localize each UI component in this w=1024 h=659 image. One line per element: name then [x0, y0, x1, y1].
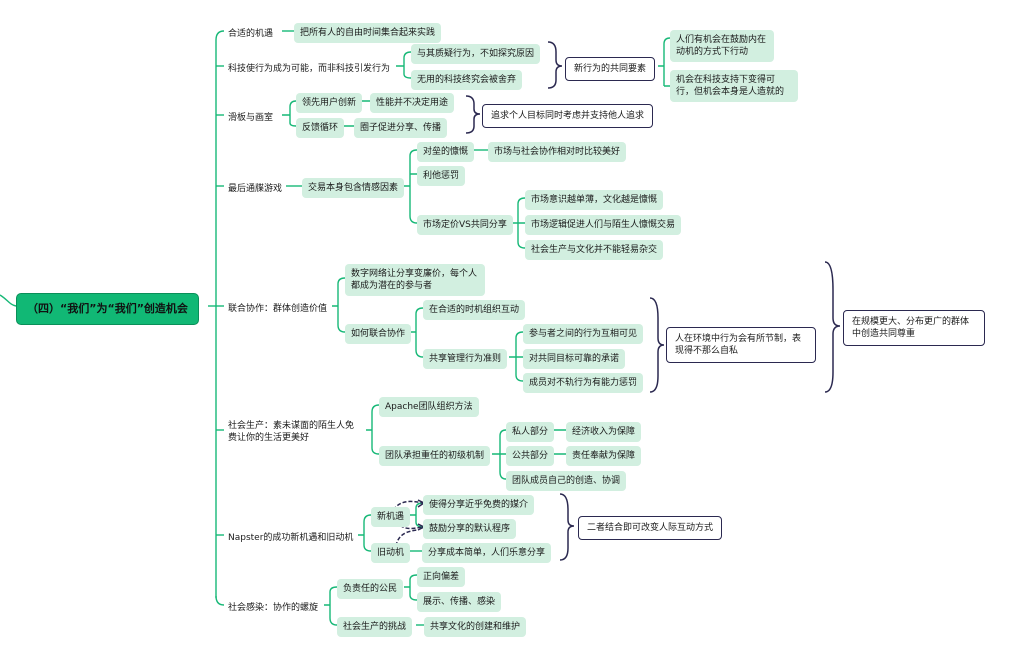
free-sharing-medium[interactable]: 使得分享近乎免费的媒介	[423, 495, 535, 515]
technology-question[interactable]: 与其质疑行为，不如探究原因	[411, 44, 541, 64]
punish-misconduct[interactable]: 成员对不轨行为有能力惩罚	[523, 373, 644, 393]
positive-deviation[interactable]: 正向偏差	[417, 567, 466, 587]
private-part[interactable]: 私人部分	[506, 422, 555, 442]
public-part[interactable]: 公共部分	[506, 446, 555, 466]
feedback-loop[interactable]: 反馈循环	[296, 118, 345, 138]
lead-user-innovation[interactable]: 领先用户创新	[296, 93, 363, 113]
opposing-generosity[interactable]: 对垒的慷慨	[417, 142, 475, 162]
market-awareness[interactable]: 市场意识越单薄，文化越是慷慨	[525, 190, 664, 210]
interaction-change-summary[interactable]: 二者结合即可改变人际互动方式	[578, 516, 723, 540]
shared-culture[interactable]: 共享文化的创建和维护	[424, 617, 527, 637]
market-logic[interactable]: 市场逻辑促进人们与陌生人慷慨交易	[525, 215, 682, 235]
personal-goal-summary[interactable]: 追求个人目标同时考虑并支持他人追求	[482, 104, 654, 128]
willing-to-share[interactable]: 分享成本简单，人们乐意分享	[422, 543, 552, 563]
responsible-citizen[interactable]: 负责任的公民	[337, 579, 404, 599]
new-opportunity[interactable]: 新机遇	[371, 507, 411, 527]
branch-social-production[interactable]: 社会生产：素未谋面的陌生人免费让你的生活更美好	[224, 417, 366, 447]
member-coordination[interactable]: 团队成员自己的创造、协调	[506, 471, 627, 491]
team-mechanism[interactable]: 团队承担重任的初级机制	[379, 446, 491, 466]
branch-napster[interactable]: Napster的成功新机遇和旧动机	[224, 529, 358, 547]
visible-behavior[interactable]: 参与者之间的行为互相可见	[523, 324, 644, 344]
show-spread-infect[interactable]: 展示、传播、感染	[417, 592, 502, 612]
production-challenge[interactable]: 社会生产的挑战	[337, 617, 413, 637]
pricing-vs-sharing[interactable]: 市场定价VS共同分享	[417, 215, 513, 235]
market-vs-social[interactable]: 市场与社会协作相对时比较美好	[488, 142, 627, 162]
performance-usage[interactable]: 性能并不决定用途	[370, 93, 455, 113]
branch-ultimatum[interactable]: 最后通牒游戏	[224, 180, 287, 198]
reliable-commitment[interactable]: 对共同目标可靠的承诺	[523, 349, 626, 369]
branch-skateboard[interactable]: 滑板与画室	[224, 109, 278, 127]
shared-rules[interactable]: 共享管理行为准则	[423, 349, 508, 369]
intrinsic-motivation[interactable]: 人们有机会在鼓励内在动机的方式下行动	[670, 30, 774, 62]
mutual-respect-summary[interactable]: 在规模更大、分布更广的群体中创造共同尊重	[843, 310, 985, 346]
emotion-in-trade[interactable]: 交易本身包含情感因素	[302, 178, 405, 198]
branch-collaboration[interactable]: 联合协作：群体创造价值	[224, 300, 332, 318]
social-production-culture[interactable]: 社会生产与文化并不能轻易杂交	[525, 240, 664, 260]
new-behavior-summary[interactable]: 新行为的共同要素	[565, 57, 656, 81]
default-program[interactable]: 鼓励分享的默认程序	[423, 519, 517, 539]
man-made-opportunity[interactable]: 机会在科技支持下变得可行，但机会本身是人造就的	[670, 70, 798, 102]
technology-discard[interactable]: 无用的科技终究会被舍弃	[411, 70, 523, 90]
apache-method[interactable]: Apache团队组织方法	[379, 397, 479, 417]
branch-social-contagion[interactable]: 社会感染：协作的螺旋	[224, 599, 323, 617]
branch-technology[interactable]: 科技使行为成为可能，而非科技引发行为	[224, 60, 395, 78]
how-to-collaborate[interactable]: 如何联合协作	[345, 324, 412, 344]
altruistic-punishment[interactable]: 利他惩罚	[417, 166, 466, 186]
root-topic[interactable]: （四）“我们”为“我们”创造机会	[16, 293, 199, 325]
opportunity-detail[interactable]: 把所有人的自由时间集合起来实践	[294, 23, 442, 43]
income-guarantee[interactable]: 经济收入为保障	[566, 422, 642, 442]
right-time-interaction[interactable]: 在合适的时机组织互动	[423, 300, 526, 320]
branch-opportunity[interactable]: 合适的机遇	[224, 25, 278, 43]
restraint-summary[interactable]: 人在环境中行为会有所节制，表现得不那么自私	[666, 327, 816, 363]
circle-sharing[interactable]: 圈子促进分享、传播	[354, 118, 448, 138]
dedication-guarantee[interactable]: 责任奉献为保障	[566, 446, 642, 466]
digital-network[interactable]: 数字网络让分享变廉价，每个人都成为潜在的参与者	[345, 264, 485, 296]
old-motivation[interactable]: 旧动机	[371, 543, 411, 563]
